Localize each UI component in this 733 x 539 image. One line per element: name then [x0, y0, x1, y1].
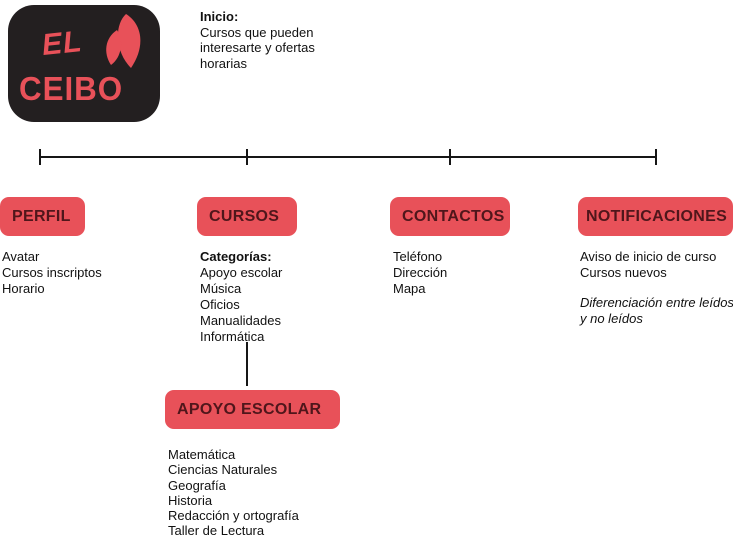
list-item: Oficios	[200, 297, 240, 312]
list-item: Taller de Lectura	[168, 523, 265, 539]
list-item: Matemática	[168, 447, 236, 462]
list-item: Geografía	[168, 477, 226, 493]
apoyo-escolar-item-list: Matemática Ciencias Naturales Geografía …	[168, 447, 299, 539]
perfil-item-list: Avatar Cursos inscriptos Horario	[2, 249, 102, 297]
notificaciones-item-list: Aviso de inicio de curso Cursos nuevos D…	[580, 249, 733, 327]
node-label: NOTIFICACIONES	[586, 207, 728, 225]
el-ceibo-logo: EL CEIBO	[8, 5, 160, 122]
list-item: Ciencias Naturales	[168, 462, 278, 478]
node-contactos[interactable]: CONTACTOS	[390, 197, 510, 236]
list-item: Mapa	[393, 281, 426, 296]
logo-text-ceibo: CEIBO	[19, 70, 124, 107]
node-perfil[interactable]: PERFIL	[0, 197, 85, 236]
node-label: APOYO ESCOLAR	[177, 400, 322, 418]
list-item: Redacción y ortografía	[168, 508, 299, 524]
ceibo-leaf-icon	[96, 12, 148, 77]
connector-tick	[246, 149, 248, 165]
node-label: CONTACTOS	[402, 207, 505, 225]
connector-vertical	[246, 342, 248, 386]
intro-block: Inicio: Cursos que pueden interesarte y …	[200, 9, 350, 71]
node-label: CURSOS	[209, 207, 280, 225]
list-item: Manualidades	[200, 313, 281, 328]
list-item: Teléfono	[393, 249, 443, 264]
contactos-item-list: Teléfono Dirección Mapa	[393, 249, 447, 297]
list-item: Informática	[200, 329, 265, 344]
node-cursos[interactable]: CURSOS	[197, 197, 297, 236]
list-item: Cursos nuevos	[580, 265, 667, 280]
list-item: Música	[200, 281, 242, 296]
logo-text-el: EL	[40, 24, 84, 63]
list-item: Dirección	[393, 265, 448, 280]
list-item: Aviso de inicio de curso	[580, 249, 717, 264]
node-notificaciones[interactable]: NOTIFICACIONES	[578, 197, 733, 236]
connector-tick	[449, 149, 451, 165]
list-item: Apoyo escolar	[200, 265, 283, 280]
intro-text: Cursos que pueden interesarte y ofertas …	[200, 24, 315, 71]
connector-horizontal	[39, 156, 657, 158]
intro-title: Inicio:	[200, 9, 239, 24]
cursos-item-list: Categorías: Apoyo escolar Música Oficios…	[200, 249, 282, 345]
list-title: Categorías:	[200, 249, 272, 264]
list-item: Avatar	[2, 249, 40, 264]
connector-tick	[39, 149, 41, 165]
notificaciones-note: Diferenciación entre leídos y no leídos	[580, 295, 733, 326]
node-apoyo-escolar[interactable]: APOYO ESCOLAR	[165, 390, 340, 429]
node-label: PERFIL	[12, 207, 71, 225]
list-item: Historia	[168, 492, 213, 508]
list-item: Horario	[2, 281, 45, 296]
connector-tick	[655, 149, 657, 165]
list-item: Cursos inscriptos	[2, 265, 102, 280]
